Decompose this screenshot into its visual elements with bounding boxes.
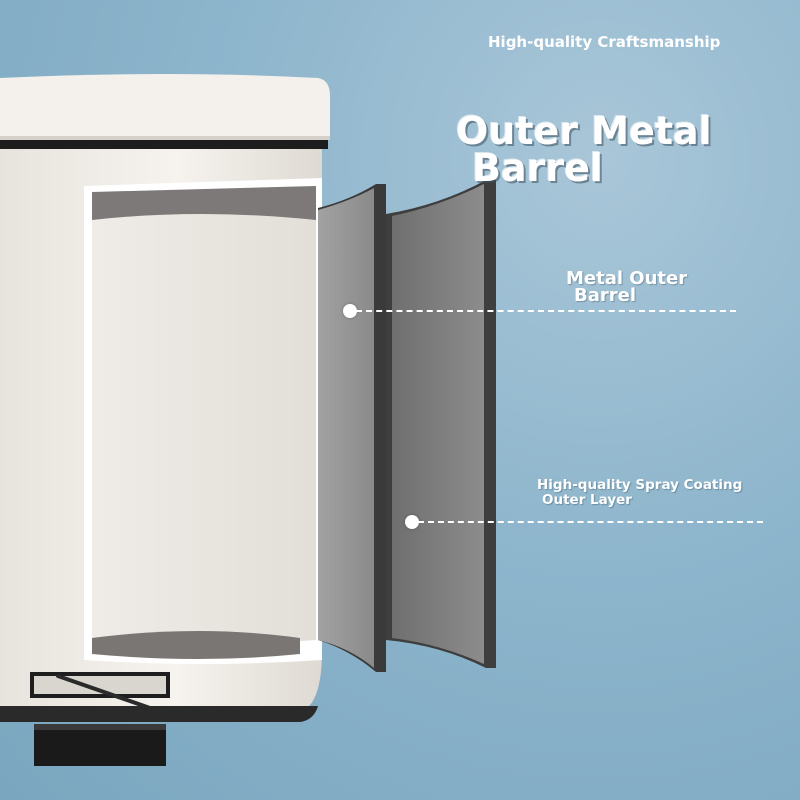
callout-2-marker	[405, 515, 419, 529]
callout-2-line-1: High-quality Spray Coating	[537, 477, 743, 493]
top-caption: High-quality Craftsmanship	[488, 33, 721, 51]
headline-line-2: Barrel	[472, 146, 603, 190]
outer-layer-back	[386, 180, 496, 668]
callout-spray-coating: High-quality Spray Coating Outer Layer	[537, 478, 742, 508]
outer-layer-front	[318, 184, 386, 672]
lid-rim	[0, 140, 328, 149]
callout-1-marker	[343, 304, 357, 318]
callout-2-leader-line	[418, 521, 763, 523]
callout-1-line-1: Metal Outer	[566, 268, 688, 289]
cutaway-opening	[84, 178, 322, 664]
callout-1-leader-line	[356, 310, 736, 312]
callout-metal-outer-barrel: Metal Outer Barrel	[566, 268, 688, 306]
headline: Outer Metal Barrel	[456, 109, 776, 190]
headline-line-1: Outer Metal	[456, 109, 712, 153]
callout-1-line-2: Barrel	[574, 285, 636, 306]
foot-pedal	[30, 672, 170, 766]
bin-base	[0, 706, 318, 722]
callout-2-line-2: Outer Layer	[542, 492, 632, 508]
